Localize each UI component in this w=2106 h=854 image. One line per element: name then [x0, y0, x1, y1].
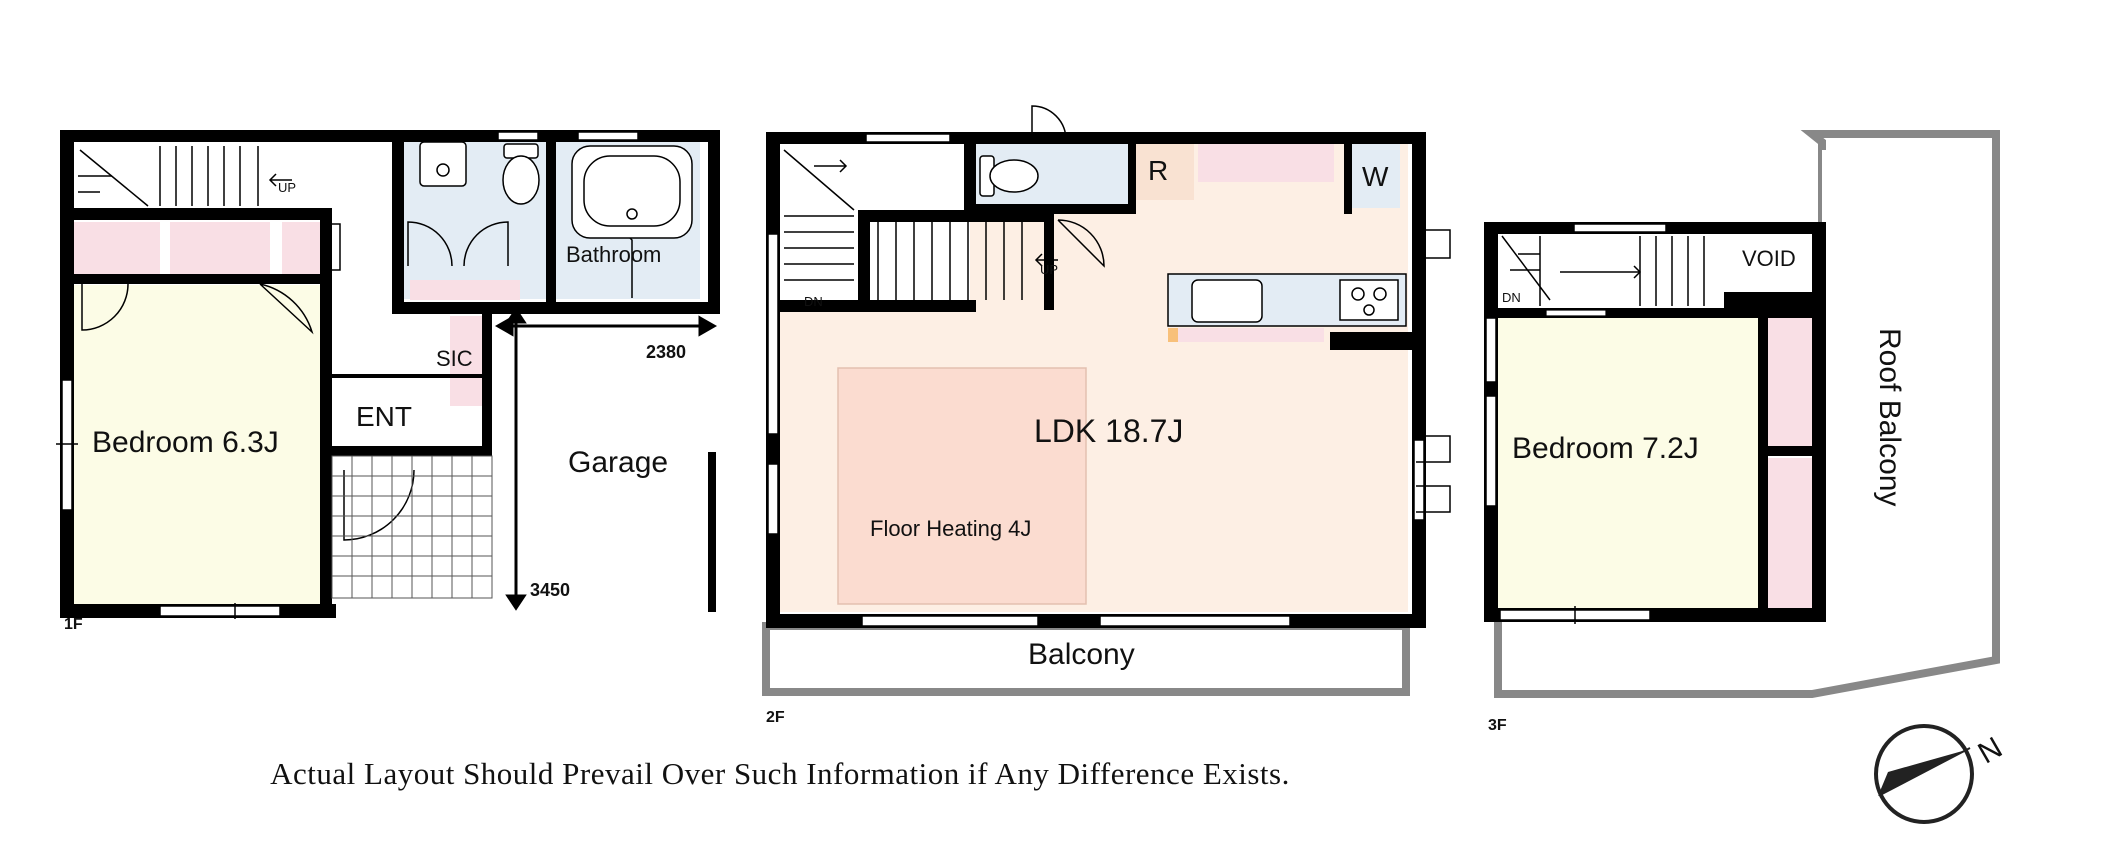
- disclaimer-text: Actual Layout Should Prevail Over Such I…: [270, 756, 1290, 791]
- wall-3f-right: [1812, 222, 1826, 622]
- garage-area: Garage 2380 3450: [494, 307, 718, 612]
- staircase-1f: [78, 146, 292, 207]
- ent-label: ENT: [356, 401, 412, 432]
- window-2f-bottom-a: [861, 615, 1039, 627]
- sink-1f: [419, 141, 467, 187]
- garage-depth-dimension: 3450: [530, 580, 570, 600]
- sic-label: SIC: [436, 346, 473, 371]
- garage-dimension-arrows: [494, 307, 718, 611]
- garage-label: Garage: [568, 446, 668, 479]
- closet-3f-a: [1766, 318, 1812, 446]
- wall-2f-top: [766, 132, 1426, 144]
- wall-2f-right: [1412, 132, 1426, 626]
- wall-3f-closet-left: [1758, 310, 1768, 610]
- wall-ent-right: [482, 314, 492, 454]
- bathroom-label: Bathroom: [566, 242, 661, 267]
- window-1f-bottom: [159, 605, 281, 617]
- wall-toilet-right: [1128, 132, 1136, 214]
- kitchen-sink: [1191, 279, 1263, 323]
- balcony-2f: [762, 622, 1410, 696]
- window-bathroom: [577, 131, 639, 141]
- wall-1f-left: [60, 130, 74, 618]
- wall-ent-bottom: [332, 446, 492, 456]
- floor-heating-label: Floor Heating 4J: [870, 516, 1031, 541]
- dn-label-3f: DN: [1502, 290, 1521, 305]
- toilet-2f: [979, 155, 1039, 197]
- up-label-2f: UP: [1040, 262, 1058, 277]
- bedroom-1f-area: [74, 285, 326, 605]
- window-2f-left-a: [767, 233, 779, 435]
- second-floor-plan: DN UP R W LDK 18.7J Floor Heating: [762, 105, 1451, 726]
- window-3f-stair: [1545, 309, 1607, 317]
- closet-3f-b: [1766, 458, 1812, 608]
- doors-2f: [1031, 105, 1451, 513]
- closet-1f-c: [282, 222, 326, 274]
- wall-3f-closet-mid: [1758, 446, 1816, 456]
- wall-wet-mid: [546, 130, 556, 314]
- staircase-2f: [783, 149, 1058, 300]
- first-floor-plan: UP Bathroom SIC ENT Bedroom 6.3J: [56, 130, 720, 633]
- window-1f-left: [61, 379, 73, 511]
- wall-1f-right: [708, 130, 720, 314]
- window-2f-left-b: [767, 463, 779, 535]
- wall-bedroom-top: [74, 274, 330, 284]
- washer-space: [1350, 144, 1400, 208]
- wall-toilet-left: [964, 132, 976, 212]
- wall-stair-2f-inner: [858, 210, 870, 308]
- compass-letter: N: [1973, 731, 2008, 770]
- wall-bedroom-right: [320, 208, 332, 618]
- garage-pole: [708, 452, 716, 612]
- roof-balcony-label: Roof Balcony: [1873, 328, 1906, 506]
- balcony-2f-label: Balcony: [1028, 638, 1135, 671]
- bedroom-1f-label: Bedroom 6.3J: [92, 426, 279, 459]
- stair-area-2f: [780, 140, 970, 310]
- window-washroom: [497, 131, 539, 141]
- wall-stair-2f-bottom: [780, 300, 976, 312]
- kitchen-shelf: [1198, 144, 1334, 182]
- wall-washer: [1344, 132, 1352, 214]
- garage-width-dimension: 2380: [646, 342, 686, 362]
- closet-1f-b: [170, 222, 270, 274]
- bedroom-3f-area: [1498, 318, 1758, 610]
- sic-closet: [450, 316, 482, 406]
- floor-label-1f: 1F: [64, 616, 83, 633]
- wall-kitchen-end: [1330, 332, 1412, 350]
- entrance-tiles: [331, 455, 493, 599]
- bathtub-1f: [571, 145, 693, 239]
- window-2f-right: [1413, 439, 1425, 521]
- void-label: VOID: [1742, 246, 1796, 271]
- toilet-1f: [502, 143, 540, 205]
- floor-label-2f: 2F: [766, 709, 785, 726]
- ldk-label: LDK 18.7J: [1034, 413, 1183, 449]
- staircase-3f: [1501, 235, 1705, 306]
- washer-label: W: [1362, 161, 1389, 192]
- bedroom-3f-label: Bedroom 7.2J: [1512, 432, 1699, 465]
- window-3f-left-b: [1485, 395, 1497, 507]
- fridge-space: [1132, 140, 1194, 200]
- wall-stair-box: [74, 208, 330, 220]
- dn-label-2f: DN: [804, 294, 823, 309]
- third-floor-plan: DN VOID Bedroom 7.2J Roof Balcony 3F: [1484, 130, 2000, 734]
- window-3f-left-a: [1485, 317, 1497, 383]
- floor-heating-zone: [837, 367, 1087, 605]
- wall-3f-void: [1724, 292, 1812, 308]
- closet-washroom: [410, 280, 520, 300]
- up-label-1f: UP: [278, 180, 296, 195]
- cooktop: [1339, 279, 1399, 321]
- wall-wet-left: [392, 130, 404, 314]
- kitchen-counter: [1167, 273, 1407, 342]
- wall-3f-stair-bottom: [1498, 308, 1812, 318]
- window-2f-bottom-b: [1099, 615, 1291, 627]
- window-2f-top: [865, 133, 951, 143]
- compass-icon: N: [1874, 724, 2008, 824]
- wall-toilet-bottom: [964, 204, 1134, 214]
- floor-label-3f: 3F: [1488, 717, 1507, 734]
- closet-1f-a: [74, 222, 160, 274]
- window-3f-top: [1573, 223, 1667, 233]
- wall-ent-top: [332, 374, 482, 378]
- refrigerator-label: R: [1148, 155, 1168, 186]
